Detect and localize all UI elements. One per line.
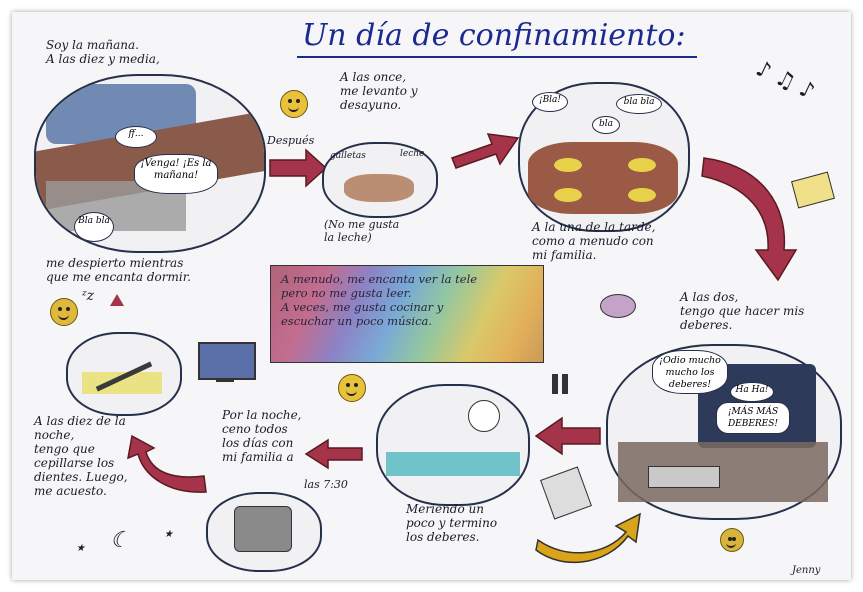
dinner-bubble	[206, 492, 322, 572]
lunch-bubble	[518, 82, 690, 232]
bubble-odio: ¡Odio mucho mucho los deberes!	[652, 350, 728, 394]
drawing-paper: Un día de confinamiento: Soy la mañana. …	[12, 12, 851, 580]
arrow-to-dinner	[304, 438, 364, 474]
arrow-to-lunch	[451, 124, 522, 178]
caption-diez: A las diez de la noche, tengo que cepill…	[34, 414, 128, 498]
zz-icon: ᶻz	[82, 288, 95, 304]
cooking-pot-icon	[234, 506, 292, 552]
caption-noche: Por la noche, ceno todos los días con mi…	[222, 408, 302, 464]
arrow-to-breakfast	[269, 148, 330, 192]
caption-wake-top: Soy la mañana. A las diez y media,	[46, 38, 160, 66]
sleepy-face-icon	[50, 298, 78, 326]
breakfast-bubble	[322, 142, 438, 218]
tv-stand	[216, 378, 234, 382]
clock-icon	[468, 400, 500, 432]
bubble-ff: ff...	[115, 126, 157, 148]
music-notes-icon: ♪ ♫ ♪	[751, 56, 819, 105]
plate-icon	[554, 188, 582, 202]
star-icon: ★	[164, 529, 173, 540]
bubble-bla-3: bla	[592, 116, 620, 134]
caption-hora: las 7:30	[304, 478, 348, 491]
bubble-bla-bla: Bla bla	[74, 212, 114, 242]
caption-center: A menudo, me encanta ver la tele pero no…	[281, 272, 478, 328]
label-leche: leche	[400, 149, 425, 159]
label-galletas: galletas	[330, 151, 366, 161]
snack-table	[386, 452, 520, 476]
moon-icon: ☾	[110, 528, 130, 553]
tv-icon	[198, 342, 256, 380]
dinner-table	[528, 142, 678, 214]
breakfast-table	[344, 174, 414, 202]
bubble-haha: Ha Ha!	[730, 382, 774, 402]
arrow-to-night	[118, 434, 208, 510]
caption-merienda: Meriendo un poco y termino los deberes.	[406, 502, 498, 544]
star-icon: ★	[76, 543, 85, 554]
pause-icon	[562, 374, 568, 394]
toothbrush-bubble	[66, 332, 182, 416]
title-underline	[297, 56, 697, 58]
bubble-bla-1: ¡Bla!	[532, 92, 568, 112]
arrow-yellow	[535, 510, 646, 574]
up-arrow-icon	[110, 294, 124, 306]
keyboard-icon	[648, 466, 720, 488]
merienda-bubble	[376, 384, 530, 506]
bubble-bla-2: bla bla	[616, 94, 662, 114]
bedroom-thought-bubble	[34, 74, 266, 253]
caption-two: A las dos, tengo que hacer mis deberes.	[680, 290, 805, 332]
page-title: Un día de confinamiento:	[302, 18, 686, 53]
smiley-face-icon	[280, 90, 308, 118]
eraser-icon	[600, 294, 636, 318]
arrow-to-homework	[701, 146, 802, 290]
caption-wake-bottom: me despierto mientras que me encanta dor…	[46, 256, 191, 284]
pause-icon	[552, 374, 558, 394]
plate-icon	[554, 158, 582, 172]
face-icon	[720, 528, 744, 552]
bubble-mas-deberes: ¡MÁS MÁS DEBERES!	[716, 402, 790, 434]
caption-despues: Después	[267, 134, 315, 147]
signature: Jenny	[792, 565, 821, 576]
caption-lunch: A la una de la tarde, como a menudo con …	[532, 220, 656, 262]
arrow-to-merienda	[532, 416, 602, 460]
center-rainbow-box: A menudo, me encanta ver la tele pero no…	[270, 265, 544, 363]
bubble-venga: ¡Venga! ¡Es la mañana!	[134, 154, 218, 194]
smiley-face-icon	[338, 374, 366, 402]
plate-icon	[628, 158, 656, 172]
caption-eleven: A las once, me levanto y desayuno.	[340, 70, 418, 112]
plate-icon	[628, 188, 656, 202]
caption-no-leche: (No me gusta la leche)	[324, 218, 400, 244]
